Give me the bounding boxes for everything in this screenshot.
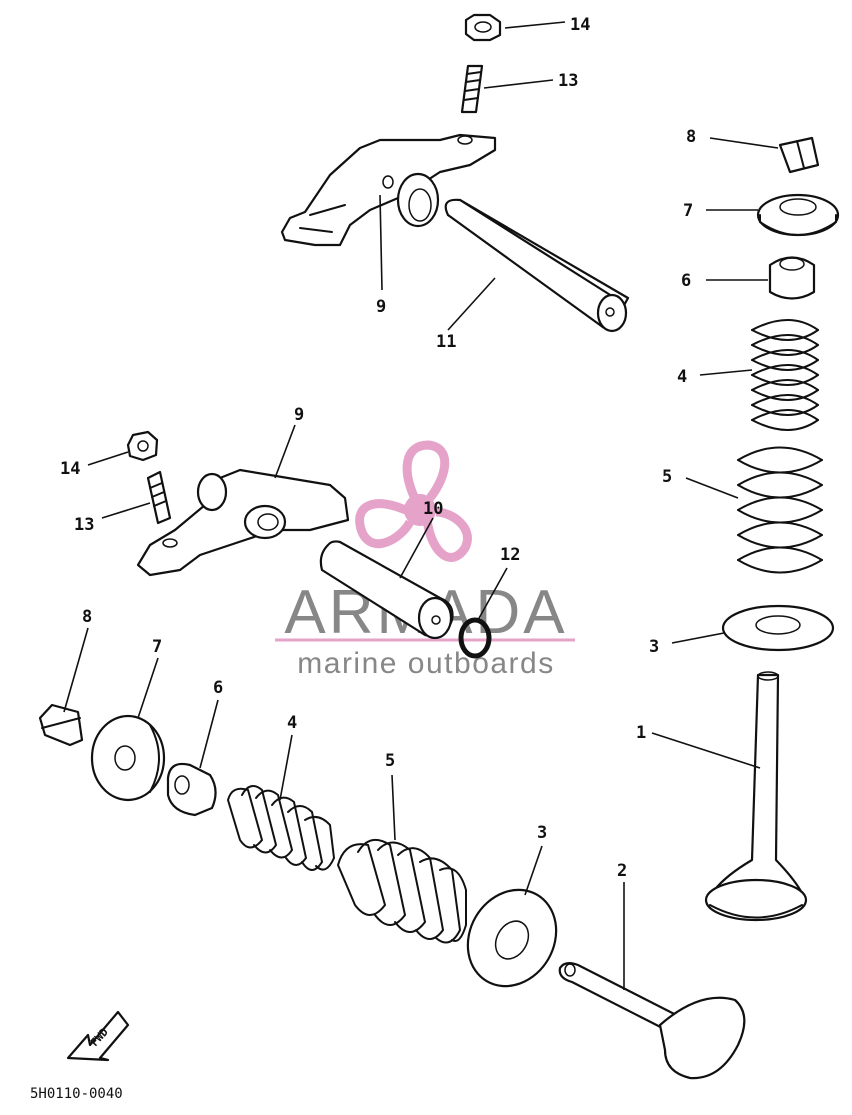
callout-7-right: 7: [683, 201, 693, 221]
callout-3-left: 3: [537, 823, 547, 843]
fwd-arrow-icon: FWD: [66, 1010, 130, 1062]
callout-labels: 14 13 9 11 8 7 6 4 5 3 1 9 14 13 10 12 8…: [60, 15, 696, 881]
valve-stem-seal-left: [166, 762, 217, 817]
inner-valve-spring-left: [226, 785, 336, 871]
rocker-arm-top: [280, 133, 497, 247]
o-ring: [458, 617, 492, 659]
callout-6-right: 6: [681, 271, 691, 291]
callout-4-right: 4: [677, 367, 687, 387]
spring-seat-left: [466, 888, 558, 988]
adjusting-screw-top: [460, 64, 484, 114]
valve-cotter-right: [778, 136, 820, 174]
valve-1: [704, 671, 808, 922]
inner-valve-spring-right: [751, 319, 819, 431]
callout-8-right: 8: [686, 127, 696, 147]
callout-13-top: 13: [558, 71, 578, 91]
rocker-shaft-top: [444, 198, 630, 333]
callout-lines: [63, 21, 779, 990]
spring-seat-right: [721, 604, 835, 652]
callout-2: 2: [617, 861, 627, 881]
valve-cotter-left: [38, 703, 84, 747]
callout-14-left: 14: [60, 459, 80, 479]
callout-3-right: 3: [649, 637, 659, 657]
rocker-arm-left: [136, 468, 350, 577]
callout-4-left: 4: [287, 713, 297, 733]
nut-left: [126, 430, 159, 462]
callout-9-top: 9: [376, 297, 386, 317]
outer-valve-spring-left: [336, 838, 467, 944]
callout-14-top: 14: [570, 15, 590, 35]
callout-6-left: 6: [213, 678, 223, 698]
valve-2: [558, 961, 746, 1080]
callout-8-left: 8: [82, 607, 92, 627]
spring-retainer-left: [90, 714, 166, 802]
nut-top: [464, 13, 502, 42]
propeller-logo: [355, 440, 472, 562]
rocker-shaft-left: [319, 540, 454, 640]
callout-11: 11: [436, 332, 456, 352]
callout-9-left: 9: [294, 405, 304, 425]
callout-5-right: 5: [662, 467, 672, 487]
outer-valve-spring-right: [737, 446, 823, 574]
spring-retainer-right: [756, 193, 840, 237]
callout-7-left: 7: [152, 637, 162, 657]
callout-1: 1: [636, 723, 646, 743]
callout-13-left: 13: [74, 515, 94, 535]
drawing-code: 5H0110-0040: [30, 1086, 123, 1102]
adjusting-screw-left: [146, 470, 172, 525]
callout-12: 12: [500, 545, 520, 565]
callout-5-left: 5: [385, 751, 395, 771]
valve-stem-seal-right: [768, 256, 816, 300]
watermark-tagline: marine outboards: [297, 647, 554, 680]
callout-10: 10: [423, 499, 443, 519]
